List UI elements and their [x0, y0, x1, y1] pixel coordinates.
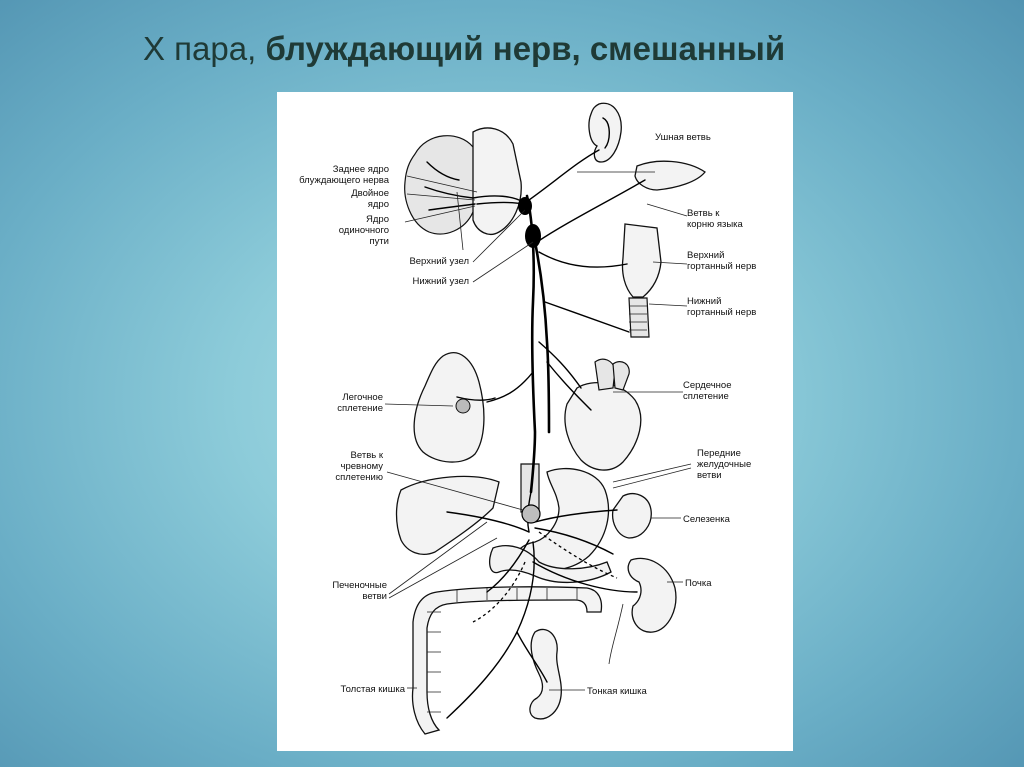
- large-intestine: [411, 586, 603, 735]
- kidney: [608, 557, 677, 665]
- label-solitary-2: одиночного: [339, 225, 389, 236]
- label-spleen: Селезенка: [683, 514, 731, 525]
- label-gastric-3: ветви: [697, 470, 722, 481]
- lung: [413, 352, 496, 463]
- small-intestine: [529, 628, 562, 720]
- label-gastric-2: желудочные: [697, 459, 751, 470]
- larynx-trachea: [621, 223, 662, 338]
- label-solitary: Ядро: [366, 214, 389, 225]
- label-pulmonary-2: сплетение: [337, 403, 383, 414]
- tongue: [634, 160, 706, 191]
- title-prefix: X пара,: [143, 30, 266, 67]
- label-cardiac-2: сплетение: [683, 391, 729, 402]
- label-inf-laryngeal: Нижний: [687, 296, 721, 307]
- label-cardiac: Сердечное: [683, 380, 731, 391]
- label-ear-branch: Ушная ветвь: [655, 132, 711, 143]
- label-ambiguus: Двойное: [351, 188, 389, 199]
- label-sup-laryngeal-2: гортанный нерв: [687, 261, 756, 272]
- label-tongue-branch-2: корню языка: [687, 219, 744, 230]
- label-pulmonary: Легочное: [342, 392, 383, 403]
- label-hepatic: Печеночные: [332, 580, 387, 591]
- label-large-intestine: Толстая кишка: [341, 684, 406, 695]
- label-celiac: Ветвь к: [351, 450, 384, 461]
- diagram-svg: Ушная ветвь Заднее ядро блуждающего нерв…: [299, 102, 756, 735]
- label-inferior-ganglion: Нижний узел: [412, 276, 469, 287]
- label-inf-laryngeal-2: гортанный нерв: [687, 307, 756, 318]
- heart: [564, 358, 642, 471]
- slide-title: X пара, блуждающий нерв, смешанный: [143, 30, 785, 68]
- spleen: [611, 493, 652, 539]
- label-superior-ganglion: Верхний узел: [409, 256, 469, 267]
- label-solitary-3: пути: [369, 236, 389, 247]
- ear: [588, 102, 622, 163]
- sup-laryngeal-nerve: [538, 251, 628, 268]
- label-kidney: Почка: [685, 578, 712, 589]
- brainstem-section: [404, 127, 522, 251]
- title-main: блуждающий нерв, смешанный: [265, 30, 786, 67]
- inf-laryngeal-nerve: [544, 301, 630, 333]
- label-dorsal-nucleus-2: блуждающего нерва: [299, 175, 390, 186]
- label-ambiguus-2: ядро: [368, 199, 389, 210]
- tongue-branch-nerve: [536, 179, 646, 243]
- label-dorsal-nucleus: Заднее ядро: [333, 164, 389, 175]
- diagram-labels: Ушная ветвь Заднее ядро блуждающего нерв…: [299, 132, 756, 697]
- cardiac-branch: [546, 361, 592, 411]
- leader-lines: [384, 171, 692, 691]
- hepatic-branch: [446, 511, 530, 533]
- gastric-branch: [534, 509, 618, 523]
- label-celiac-3: сплетению: [335, 472, 383, 483]
- label-hepatic-2: ветви: [362, 591, 387, 602]
- ear-branch-nerve: [528, 149, 600, 201]
- vagus-nerve-diagram: Ушная ветвь Заднее ядро блуждающего нерв…: [277, 92, 793, 751]
- vagus-trunk: [525, 194, 537, 494]
- label-gastric: Передние: [697, 448, 741, 459]
- label-small-intestine: Тонкая кишка: [587, 686, 647, 697]
- label-tongue-branch: Ветвь к: [687, 208, 720, 219]
- liver: [395, 475, 500, 555]
- label-celiac-2: чревному: [341, 461, 384, 472]
- pulmonary-branch: [486, 371, 534, 403]
- label-sup-laryngeal: Верхний: [687, 250, 724, 261]
